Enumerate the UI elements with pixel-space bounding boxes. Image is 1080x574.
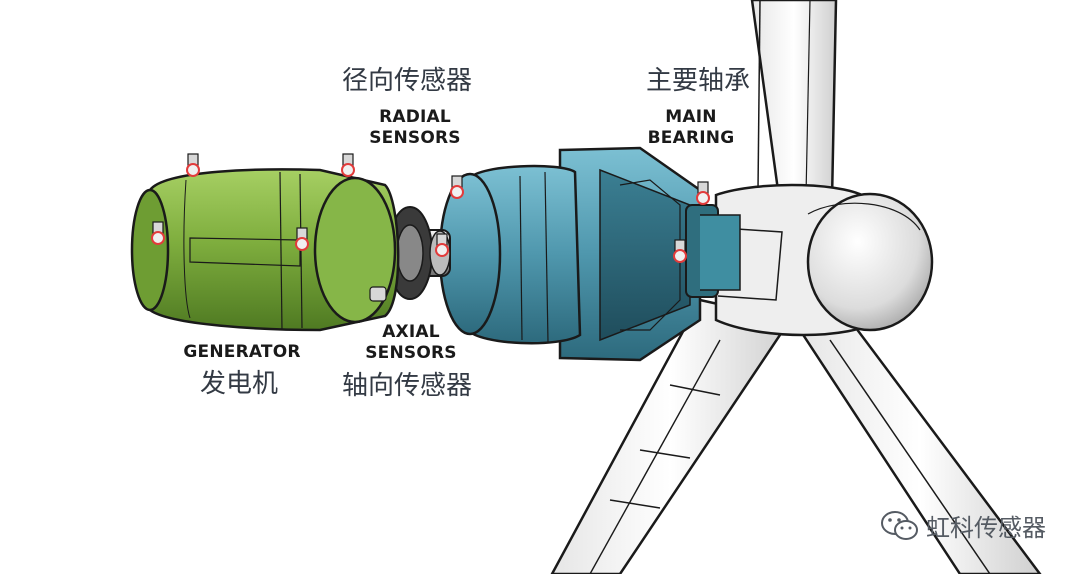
main-bearing-label-line1: MAIN [665,107,717,127]
main-bearing-label: MAIN BEARING [636,107,746,149]
sensor-generator-right [295,227,309,251]
radial-sensors-label-line1: RADIAL [379,107,451,127]
watermark-text: 虹科传感器 [926,514,1046,542]
generator-label: GENERATOR [183,342,301,362]
hub-nose-cone [806,192,934,332]
sensor-markers [151,153,710,302]
wechat-icon [881,510,918,540]
sensor-generator-top-left [186,153,200,177]
axial-sensors-label-line2: SENSORS [365,343,457,363]
watermark: 虹科传感器 [880,508,1046,543]
sensor-main-bearing-lower [673,239,687,263]
axial-sensors-label-line1: AXIAL [382,322,440,342]
sensor-generator-top-right [341,153,355,177]
main-bearing-label-line2: BEARING [647,128,735,148]
generator-body [130,168,400,332]
sensor-generator-left [151,221,165,245]
upper-blade [750,0,838,207]
main-bearing-cn-label: 主要轴承 [646,66,751,96]
radial-sensors-label-line2: SENSORS [369,128,461,148]
generator-cn-label: 发电机 [200,369,279,399]
radial-sensors-cn-label: 径向传感器 [342,66,473,96]
sensor-radial-top [450,175,464,199]
radial-sensors-label: RADIAL SENSORS [350,107,480,149]
axial-sensors-label: AXIAL SENSORS [350,322,472,364]
axial-sensors-cn-label: 轴向传感器 [342,371,473,401]
sensor-main-bearing-top [696,181,710,205]
bearing-drum [438,164,582,345]
turbine-rotor [550,0,1042,574]
sensor-radial-side [435,233,449,257]
main-bearing-housing [558,146,741,362]
sensor-axial [369,286,387,302]
